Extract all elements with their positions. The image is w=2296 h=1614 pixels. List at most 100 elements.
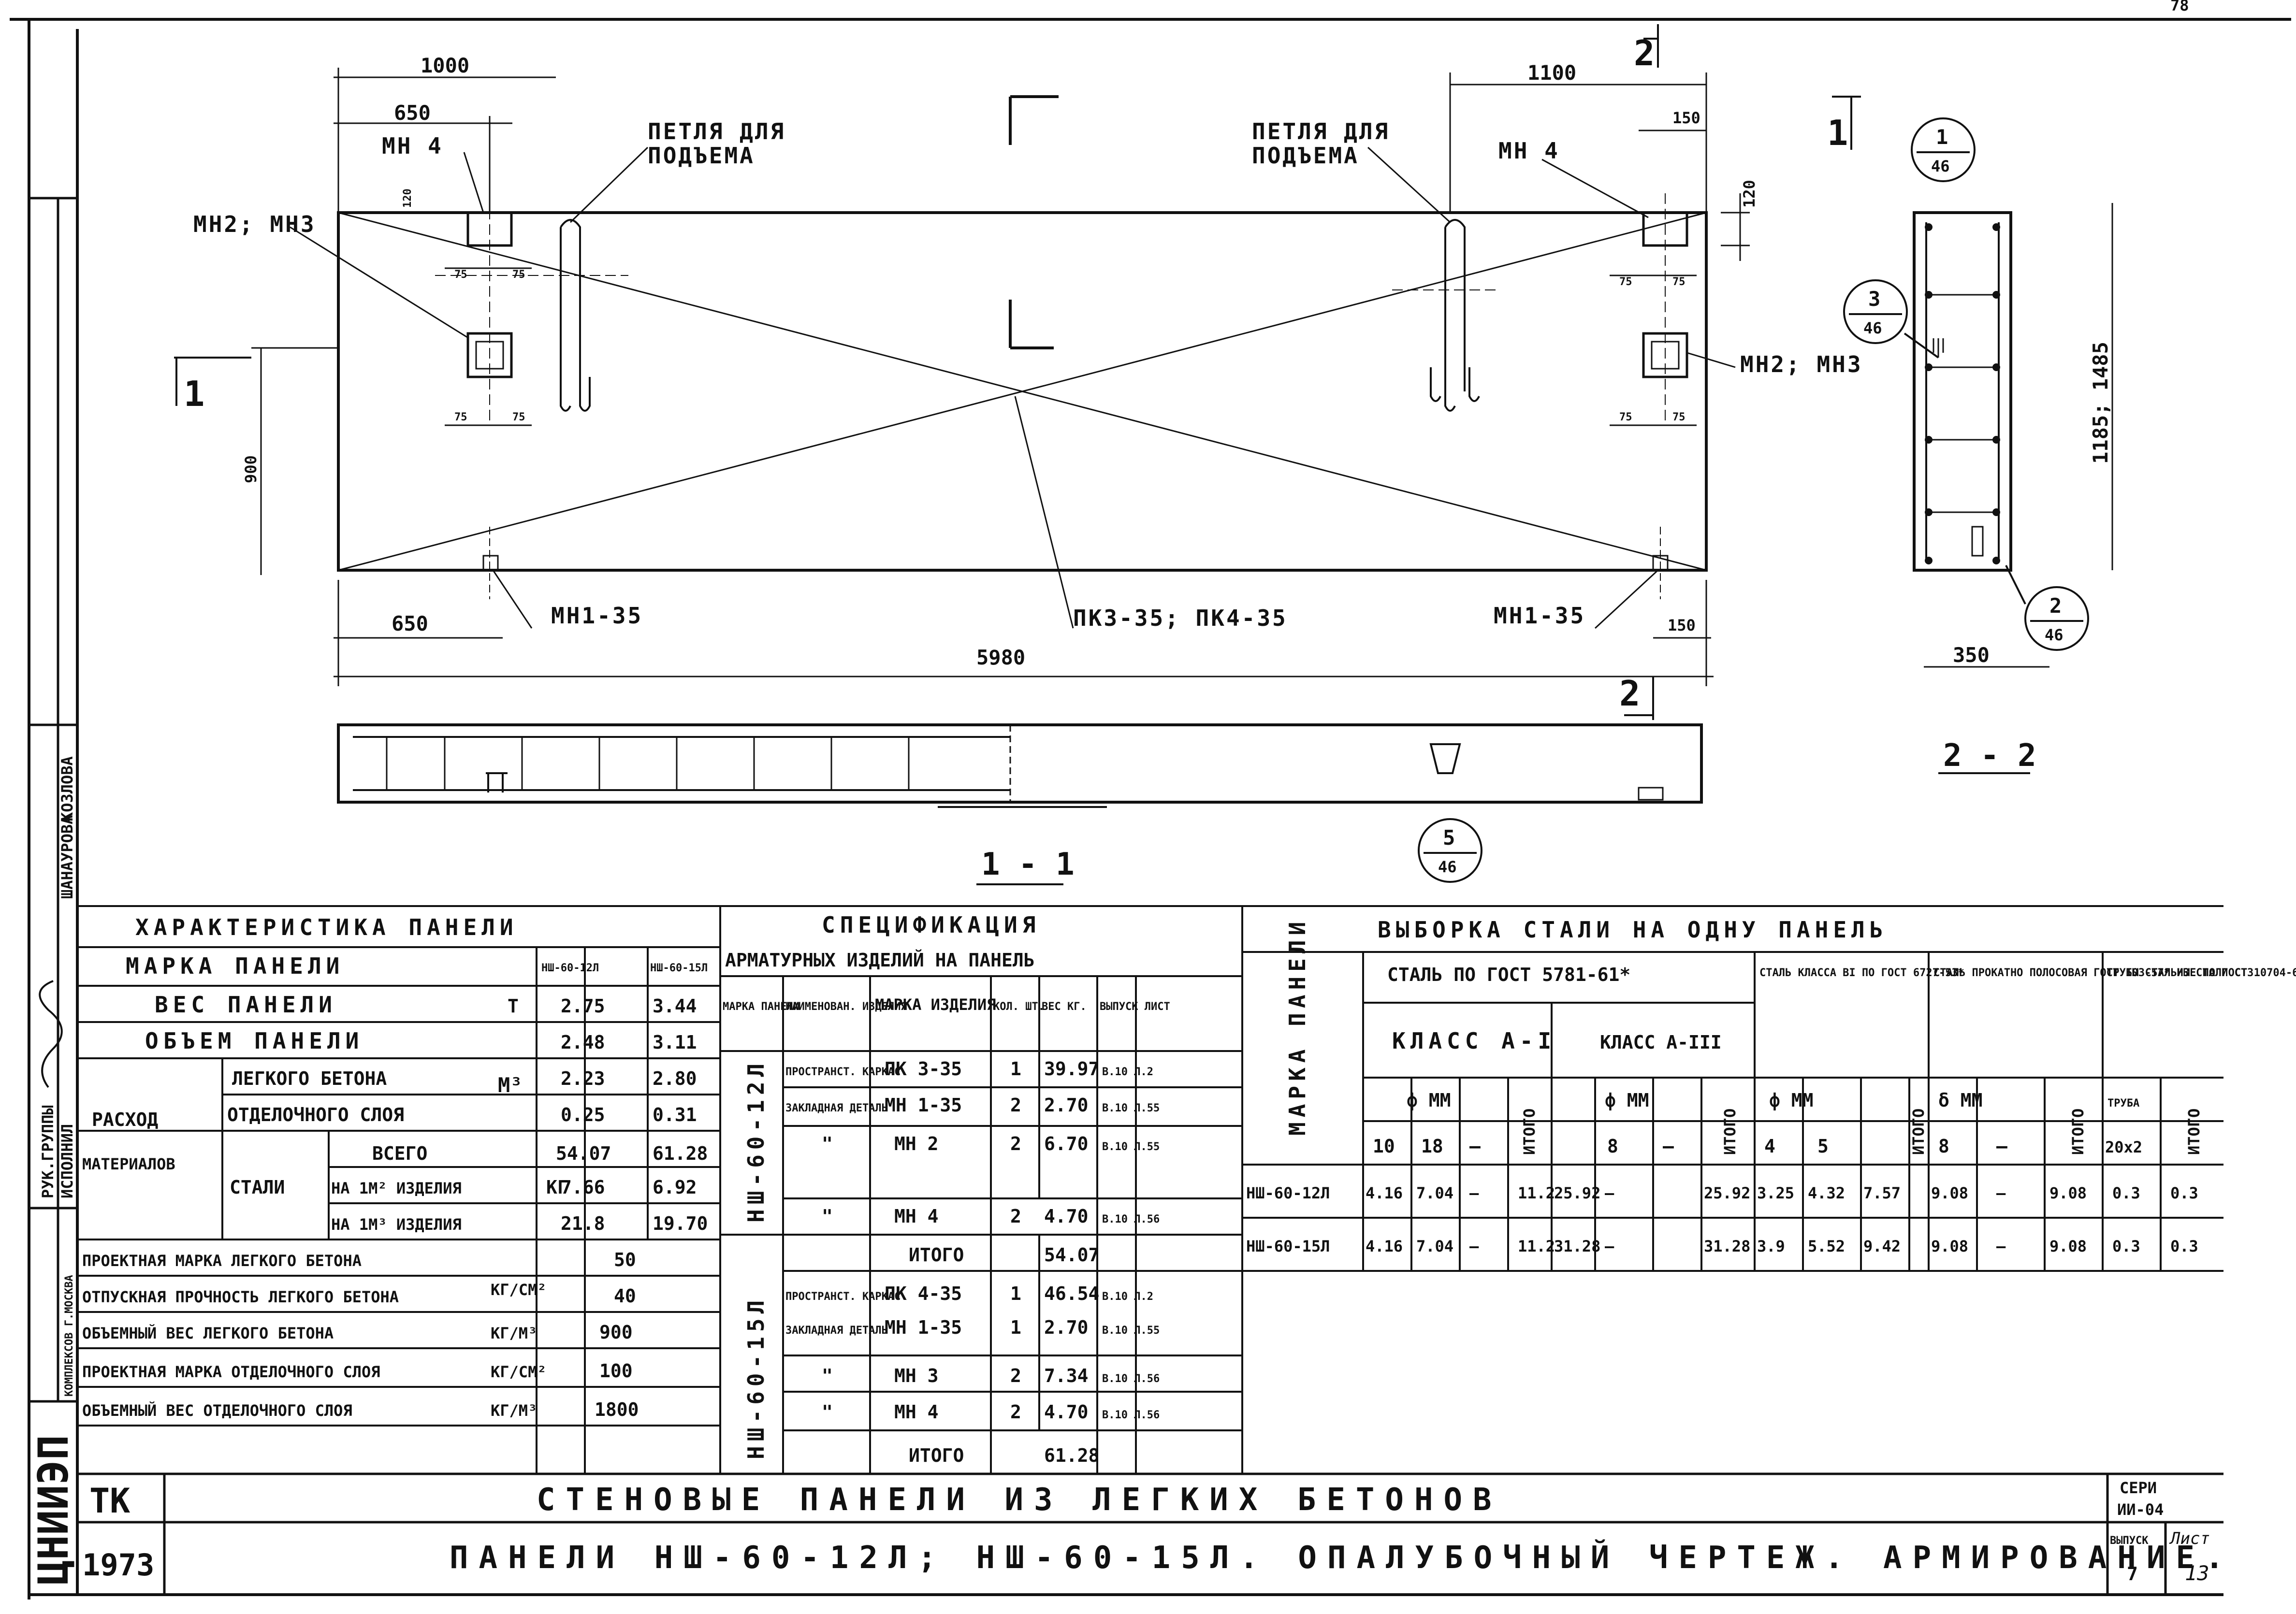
dim-150-top: 150: [1672, 109, 1700, 127]
dim-75-d: 75: [512, 411, 525, 423]
spec-b-qty: 1: [1010, 1283, 1021, 1304]
steel-itogo-2: ИТОГО: [1721, 1109, 1739, 1155]
spec-b-qty: 1: [1010, 1317, 1021, 1338]
char-materials-label: МАТЕРИАЛОВ: [82, 1155, 175, 1173]
char-weight-a: 2.75: [561, 995, 605, 1017]
spec-a-qty: 2: [1010, 1206, 1021, 1227]
char-finish-label: ОТДЕЛОЧНОГО СЛОЯ: [227, 1104, 404, 1125]
section-mark-1-left: 1: [184, 374, 204, 414]
char-p3-val: 900: [599, 1322, 633, 1343]
spec-title-2: АРМАТУРНЫХ ИЗДЕЛИЙ НА ПАНЕЛЬ: [725, 950, 1035, 971]
char-p5-val: 1800: [595, 1399, 639, 1420]
char-steel-label: СТАЛИ: [230, 1177, 285, 1198]
char-per-m3-b: 19.70: [653, 1213, 708, 1234]
dim-350: 350: [1953, 643, 1990, 667]
spec-b-name: ПРОСТРАНСТ. КАРКАС: [785, 1291, 901, 1303]
char-volume-label: ОБЪЕМ ПАНЕЛИ: [145, 1028, 363, 1054]
char-p1-label: ПРОЕКТНАЯ МАРКА ЛЕГКОГО БЕТОНА: [82, 1252, 362, 1270]
title-tk: ТК: [89, 1481, 130, 1521]
label-mn1-35-right: МН1-35: [1494, 603, 1585, 629]
spec-a-name: ПРОСТРАНСТ. КАРКАС: [785, 1066, 901, 1078]
steel-cell: 9.08: [1931, 1184, 1968, 1202]
steel-cell: 0.3: [2112, 1237, 2140, 1255]
steel-sub: 4: [1764, 1136, 1775, 1157]
title-series-value: ИИ-04: [2117, 1500, 2164, 1519]
steel-sub: —: [1469, 1136, 1481, 1157]
spec-header-weight: ВЕС КГ.: [1042, 1001, 1087, 1013]
char-steel-total-a: 54.07: [556, 1143, 611, 1164]
spec-panel-a: НШ-60-12Л: [743, 1059, 769, 1223]
char-finish-a: 0.25: [561, 1104, 605, 1125]
spec-a-mark: МН 4: [894, 1206, 939, 1227]
steel-cell: 5.52: [1808, 1237, 1845, 1255]
steel-cell: 7.04: [1416, 1184, 1453, 1202]
title-sheet-value: 13: [2185, 1561, 2209, 1585]
stamp-name-2: КОЗЛОВА: [58, 756, 76, 821]
spec-a-ref: В.10 Л.2: [1102, 1066, 1153, 1078]
char-p5-unit: КГ/М³: [491, 1401, 537, 1420]
steel-pipe-size: 20x2: [2105, 1138, 2142, 1156]
dim-75-e: 75: [1619, 276, 1632, 288]
dim-1000: 1000: [421, 54, 469, 77]
dim-75-b: 75: [512, 269, 525, 281]
dim-650-top: 650: [394, 101, 431, 125]
char-per-m3-label: НА 1М³ ИЗДЕЛИЯ: [331, 1215, 462, 1234]
char-light-a: 2.23: [561, 1068, 605, 1089]
label-mn4-right: МН 4: [1498, 138, 1560, 164]
spec-b-name: ": [822, 1365, 833, 1386]
char-p3-label: ОБЪЕМНЫЙ ВЕС ЛЕГКОГО БЕТОНА: [82, 1324, 334, 1342]
section-2-2: [1913, 211, 2012, 572]
spec-header-panel: МАРКА ПАНЕЛИ: [723, 1001, 799, 1013]
char-consumption-label: РАСХОД: [92, 1109, 158, 1130]
panel-elevation: [174, 24, 1861, 720]
steel-cell: 3.9: [1757, 1237, 1785, 1255]
char-p4-unit: КГ/СМ²: [491, 1363, 547, 1381]
dim-75-c: 75: [454, 411, 467, 423]
spec-b-weight: 46.54: [1044, 1283, 1099, 1304]
dim-75-h: 75: [1672, 411, 1686, 423]
char-volume-a: 2.48: [561, 1032, 605, 1053]
label-mn2-mn3-left: МН2; МН3: [193, 211, 316, 237]
steel-cell: 4.16: [1366, 1184, 1403, 1202]
steel-cell: 4.16: [1366, 1237, 1403, 1255]
callout-5-num: 5: [1443, 826, 1455, 850]
spec-b-qty: 2: [1010, 1365, 1021, 1386]
char-m3: М³: [498, 1073, 523, 1097]
spec-a-name: ": [822, 1133, 833, 1154]
char-mark-a: НШ-60-12Л: [541, 962, 599, 974]
steel-pipe: ТРУБА: [2107, 1097, 2139, 1110]
spec-b-name: ": [822, 1401, 833, 1423]
callout-2-sheet: 46: [2045, 626, 2063, 644]
steel-phi-3: ф ММ: [1769, 1090, 1814, 1111]
callout-1-sheet: 46: [1931, 157, 1950, 175]
spec-rows-a: ПРОСТРАНСТ. КАРКАС ПК 3-35 1 39.97 В.10 …: [785, 1058, 1160, 1227]
spec-header-mark: МАРКА ИЗДЕЛИЯ: [875, 995, 996, 1014]
steel-delta: δ ММ: [1938, 1090, 1983, 1111]
char-total-label: ВСЕГО: [372, 1143, 427, 1164]
stamp-role-1: РУК.ГРУППЫ: [39, 1105, 57, 1198]
signature-scribble: [39, 980, 63, 1088]
char-finish-b: 0.31: [653, 1104, 697, 1125]
spec-a-mark: МН 1-35: [885, 1095, 962, 1116]
title-issue-value: 7: [2127, 1563, 2138, 1585]
spec-b-ref: В.10 Л.56: [1102, 1373, 1160, 1385]
callout-2-num: 2: [2049, 594, 2062, 618]
char-per-m2-a: 7.66: [561, 1177, 605, 1198]
title-year: 1973: [82, 1547, 154, 1583]
title-issue-label: ВЫПУСК: [2110, 1535, 2149, 1547]
dim-height: 1185; 1485: [2089, 342, 2112, 464]
steel-cell: —: [1996, 1237, 2006, 1255]
title-line-2: ПАНЕЛИ НШ-60-12Л; НШ-60-15Л. ОПАЛУБОЧНЫЙ…: [450, 1539, 2234, 1576]
spec-a-mark: ПК 3-35: [885, 1058, 962, 1080]
char-per-m2-b: 6.92: [653, 1177, 697, 1198]
spec-b-mark: МН 4: [894, 1401, 939, 1423]
steel-table-title: ВЫБОРКА СТАЛИ НА ОДНУ ПАНЕЛЬ: [1378, 917, 1888, 943]
steel-sub: 5: [1817, 1136, 1829, 1157]
steel-cell: 0.3: [2170, 1237, 2198, 1255]
spec-total-b-label: ИТОГО: [909, 1445, 964, 1466]
spec-header-qty: КОЛ. ШТ.: [993, 1001, 1045, 1013]
char-mark-b: НШ-60-15Л: [650, 962, 708, 974]
steel-cell: 25.92: [1704, 1184, 1750, 1202]
steel-cell: —: [1605, 1237, 1614, 1255]
steel-class-a1: КЛАСС А-I: [1392, 1028, 1556, 1054]
